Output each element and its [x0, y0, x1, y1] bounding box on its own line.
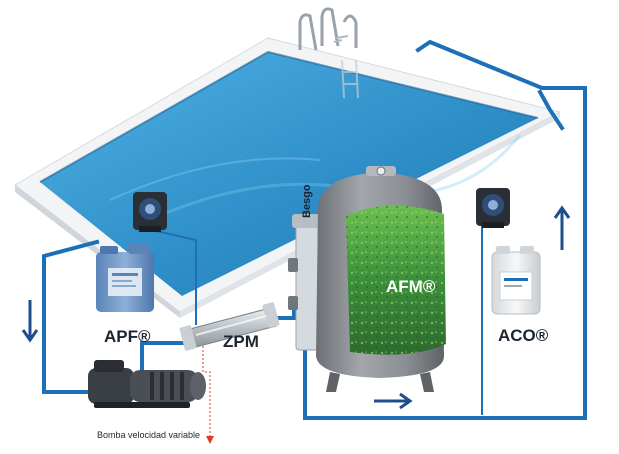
apf-chemical-container-icon — [96, 244, 154, 312]
pipe-apf-dosing — [150, 228, 197, 325]
flow-direction-arrow-icon — [374, 392, 413, 410]
pipe-network — [42, 39, 587, 420]
pipe-left-loop — [42, 239, 100, 394]
afm-label: AFM® — [386, 277, 436, 296]
aco-chemical-container-icon — [491, 246, 541, 315]
swimming-pool-icon — [14, 37, 562, 318]
flow-direction-arrow-icon — [553, 205, 571, 250]
apf-label: APF® — [104, 327, 151, 346]
besgo-label: Besgo — [301, 184, 313, 218]
pipe-return-branch — [537, 89, 565, 131]
pump-label: Bomba velocidad variable — [97, 430, 201, 440]
apf-dosing-pump-icon — [133, 192, 167, 232]
flow-direction-arrow-icon — [21, 300, 39, 343]
circulation-pump-icon — [88, 360, 206, 408]
pipe-filter-bottom-return — [303, 39, 587, 420]
zpm-label: ZPM — [223, 332, 259, 351]
pool-ladder-icon — [298, 7, 359, 99]
aco-dosing-pump-icon — [476, 188, 510, 228]
aco-label: ACO® — [498, 326, 549, 345]
drain-line — [202, 342, 214, 444]
uv-reactor-icon — [179, 302, 280, 351]
pipe-uv-to-filter — [276, 308, 296, 320]
sand-filter-tank-icon — [316, 166, 446, 392]
